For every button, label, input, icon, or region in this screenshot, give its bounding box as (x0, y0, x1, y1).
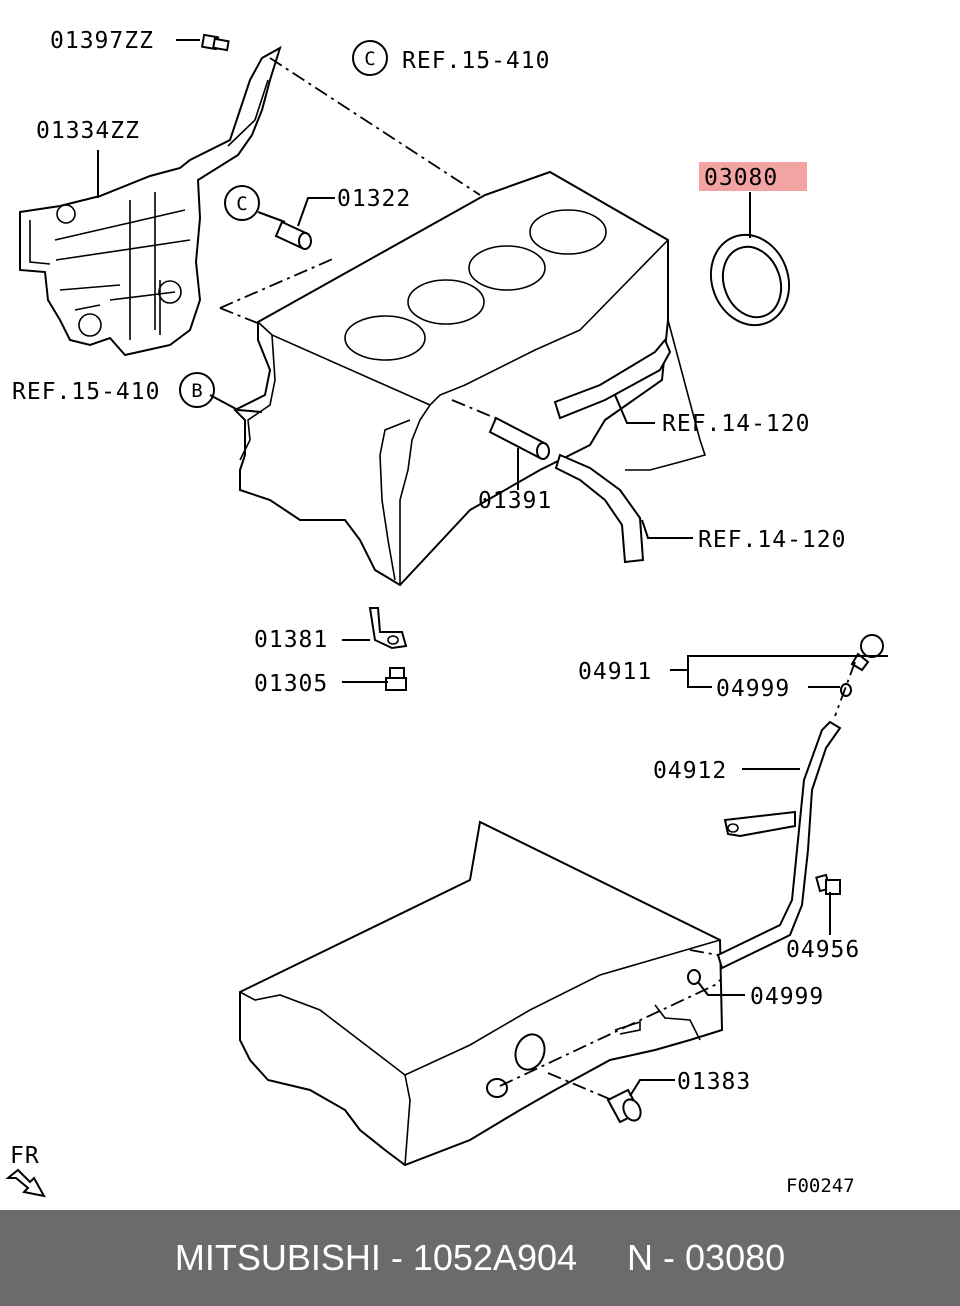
bolt-01397zz (200, 33, 230, 52)
leader-lines (97, 39, 888, 1097)
label-04911[interactable]: 04911 (578, 659, 652, 685)
label-01334zz[interactable]: 01334ZZ (36, 118, 140, 144)
label-01305[interactable]: 01305 (254, 671, 328, 697)
label-ref-14-120-b[interactable]: REF.14-120 (698, 527, 846, 553)
label-fr: FR (10, 1143, 40, 1169)
label-01383[interactable]: 01383 (677, 1069, 751, 1095)
footer-part-number: MITSUBISHI - 1052A904 N - 03080 (174, 1237, 786, 1278)
label-01322[interactable]: 01322 (337, 186, 411, 212)
dipstick-guide-04912 (716, 720, 842, 970)
figure-code: F00247 (786, 1175, 855, 1197)
label-01391[interactable]: 01391 (478, 488, 552, 514)
label-01381[interactable]: 01381 (254, 627, 328, 653)
cylinder-block (233, 170, 707, 587)
label-04912[interactable]: 04912 (653, 758, 727, 784)
dipstick-04911 (840, 634, 884, 697)
label-ref-14-120-a[interactable]: REF.14-120 (662, 411, 810, 437)
reference-lines (219, 57, 856, 1101)
water-pipe-upper (553, 338, 672, 420)
ref-circle-b (179, 372, 215, 408)
drain-plug-01383 (606, 1088, 642, 1124)
water-hose-lower (554, 453, 645, 564)
label-04999-upper[interactable]: 04999 (716, 676, 790, 702)
bracket-01381 (368, 607, 408, 650)
footer-bar: MITSUBISHI - 1052A904 N - 03080 (0, 1210, 960, 1306)
ref-circle-c-pin (224, 185, 260, 221)
dowel-pin-01391 (488, 416, 550, 460)
ref-letter-c-top: C (364, 48, 375, 70)
ref-letter-b: B (191, 380, 202, 402)
label-01397zz[interactable]: 01397ZZ (50, 28, 154, 54)
label-03080[interactable]: 03080 (704, 165, 778, 191)
dowel-pin-01322 (274, 220, 312, 250)
timing-cover-01334 (19, 45, 282, 357)
front-arrow-icon (5, 1168, 46, 1198)
o-ring-04999-lower (687, 969, 701, 985)
plug-01305 (385, 667, 407, 691)
label-ref-15-410-c[interactable]: REF.15-410 (402, 48, 550, 74)
label-04999-lower[interactable]: 04999 (750, 984, 824, 1010)
oil-pan (239, 820, 724, 1167)
bolt-04956 (815, 873, 841, 895)
label-04956[interactable]: 04956 (786, 937, 860, 963)
highlight-box (699, 162, 807, 191)
label-ref-15-410-b[interactable]: REF.15-410 (12, 379, 160, 405)
oil-seal-03080 (709, 233, 791, 327)
ref-letter-c-pin: C (236, 193, 247, 215)
ref-circle-c-top (352, 40, 388, 76)
parts-diagram: C C B 01397ZZ REF.15-410 01334ZZ 03080 0… (5, 28, 888, 1198)
